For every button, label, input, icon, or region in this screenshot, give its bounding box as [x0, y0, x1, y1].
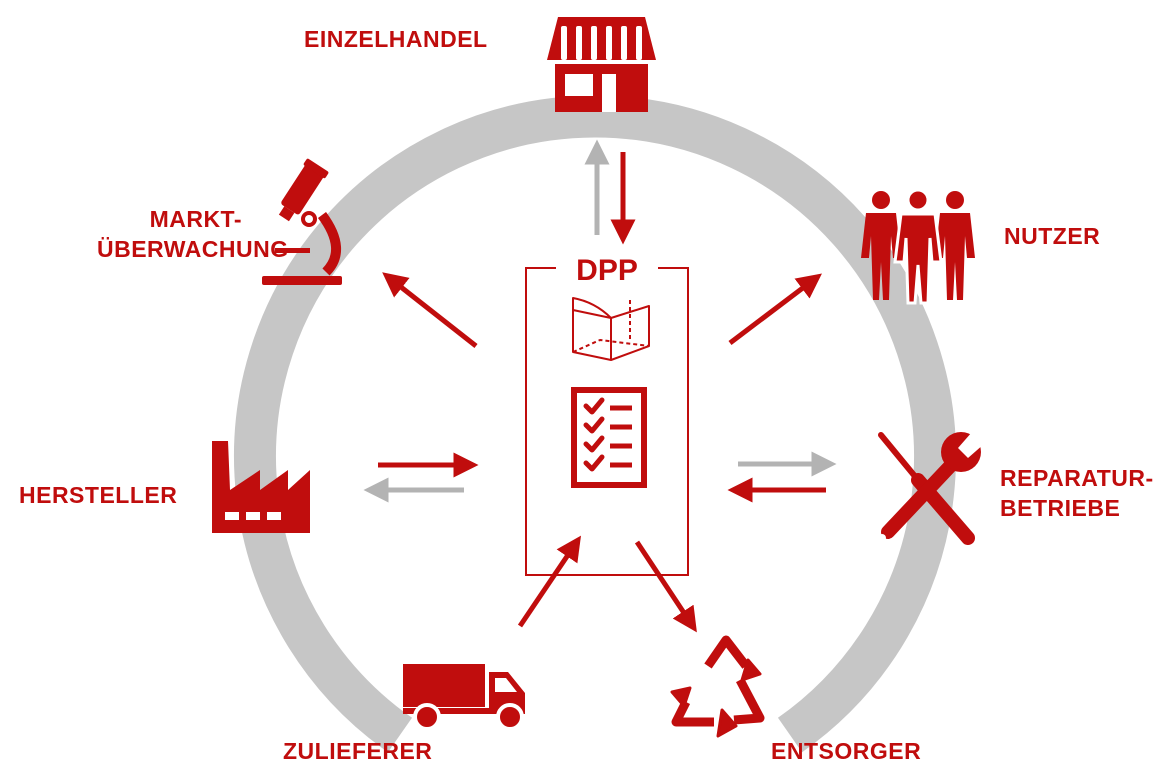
zulieferer-text: ZULIEFERER: [283, 738, 433, 764]
checklist-icon: [571, 387, 647, 488]
microscope-icon: [262, 158, 342, 285]
arrow-dpp-to-nutzer: [728, 273, 822, 345]
einzelhandel-text: EINZELHANDEL: [304, 26, 488, 52]
truck-icon: [403, 664, 525, 731]
label-nutzer: NUTZER: [1004, 221, 1100, 251]
entsorger-text: ENTSORGER: [771, 738, 922, 764]
dpp-center-box: DPP: [525, 254, 689, 576]
flow-arrows: [363, 139, 837, 633]
label-entsorger: ENTSORGER: [771, 736, 921, 766]
label-reparaturbetriebe: REPARATUR- BETRIEBE: [1000, 463, 1154, 523]
nutzer-text: NUTZER: [1004, 223, 1101, 249]
factory-icon: [212, 441, 310, 533]
wrench-screwdriver-icon: [878, 432, 984, 545]
marktueberwachung-line1: MARKT-: [149, 206, 242, 232]
book-3d-icon: [572, 297, 650, 361]
marktueberwachung-line2: ÜBERWACHUNG: [97, 236, 289, 262]
arrow-dpp-to-entsorger: [634, 540, 697, 633]
label-marktueberwachung: MARKT- ÜBERWACHUNG: [97, 204, 289, 264]
arrow-zulieferer-to-dpp: [517, 535, 581, 628]
label-zulieferer: ZULIEFERER: [283, 736, 432, 766]
store-icon: [547, 17, 656, 112]
label-hersteller: HERSTELLER: [19, 480, 177, 510]
dpp-title: DPP: [576, 254, 638, 287]
recycle-icon: [670, 635, 765, 738]
reparaturbetriebe-line1: REPARATUR-: [1000, 465, 1154, 491]
label-einzelhandel: EINZELHANDEL: [304, 24, 488, 54]
hersteller-text: HERSTELLER: [19, 482, 178, 508]
people-icon: [861, 188, 975, 305]
arrow-dpp-to-marktueberwachung: [382, 272, 478, 348]
reparaturbetriebe-line2: BETRIEBE: [1000, 495, 1121, 521]
